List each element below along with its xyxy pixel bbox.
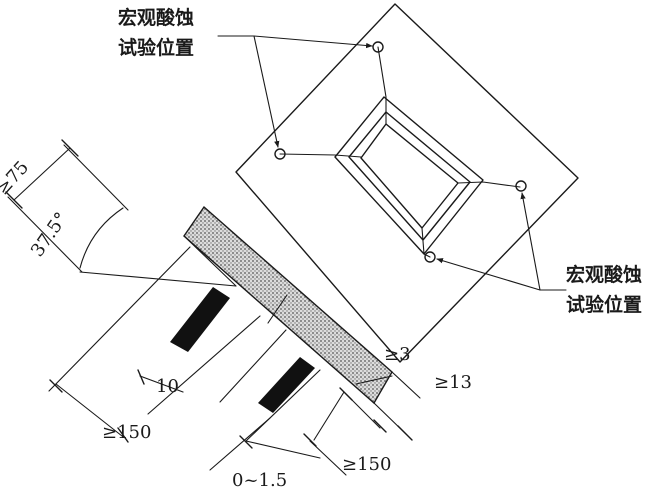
specimen-section [5, 139, 421, 476]
dim-150-left: ≥150 [102, 422, 151, 443]
ext-line-right2 [391, 371, 421, 399]
plate-top-view [235, 3, 579, 363]
angle-base-line [79, 271, 237, 287]
ext-line-left-outer [48, 246, 191, 392]
dim-line-10 [139, 375, 184, 393]
etch-leader-left [279, 153, 362, 158]
etch-leader-right [457, 181, 521, 188]
ext-line-left-inner [147, 315, 261, 415]
dim-0-1-5: 0~1.5 [232, 470, 287, 491]
dim-line-0-1-5 [245, 440, 321, 459]
dim-150-right: ≥150 [342, 454, 391, 475]
etch-callout-top: 宏观酸蚀 试验位置 [118, 6, 373, 148]
weld-outer-outline [334, 96, 484, 255]
callout-top-arrow-down [253, 35, 280, 148]
etch-leader-bottom [421, 227, 431, 258]
dim-line-75 [13, 147, 71, 201]
callout-top-arrow-right [253, 35, 373, 49]
dim-line-150-left [55, 383, 123, 437]
ext-line-mid [219, 329, 287, 403]
outer-plate-square [235, 3, 579, 363]
dimension-labels: ≥75 37.5° 10 ≥150 0~1.5 ≥150 ≥3 ≥13 [0, 157, 472, 491]
weld-inner-outline [360, 123, 459, 229]
etch-leader-top [377, 46, 387, 125]
weld-joint-line [267, 294, 288, 324]
dim-angle: 37.5° [27, 209, 72, 261]
dim-3: ≥3 [384, 344, 411, 365]
etch-label-bottom-line2: 试验位置 [566, 293, 642, 316]
etch-label-top-line2: 试验位置 [118, 36, 194, 59]
ext-line-mid2 [245, 369, 321, 442]
etch-label-top-line1: 宏观酸蚀 [118, 6, 194, 29]
callout-bottom-arrow-left [436, 258, 541, 291]
etch-point-top [372, 41, 384, 53]
etch-point-bottom [424, 251, 436, 263]
dim-10: 10 [156, 376, 179, 397]
angle-leg-right [63, 144, 129, 211]
etch-label-bottom-line1: 宏观酸蚀 [566, 263, 642, 286]
dim-ticks [5, 139, 413, 449]
dim-line-3 [355, 375, 393, 385]
etch-point-left [274, 148, 286, 160]
ext-line-low [209, 417, 271, 471]
callout-bottom-arrow-up [520, 192, 541, 291]
dim-13: ≥13 [434, 372, 472, 393]
angle-arc [79, 207, 124, 269]
dim-75: ≥75 [0, 157, 33, 199]
ext-line-right [313, 391, 345, 441]
etch-callout-bottom: 宏观酸蚀 试验位置 [436, 192, 642, 316]
weld-middle-outline [348, 111, 471, 241]
ext-line-a [183, 235, 237, 287]
specimen-block-upper [170, 287, 230, 352]
etch-point-right [515, 180, 527, 192]
specimen-block-lower [258, 357, 315, 413]
angle-leg-left [7, 196, 83, 273]
